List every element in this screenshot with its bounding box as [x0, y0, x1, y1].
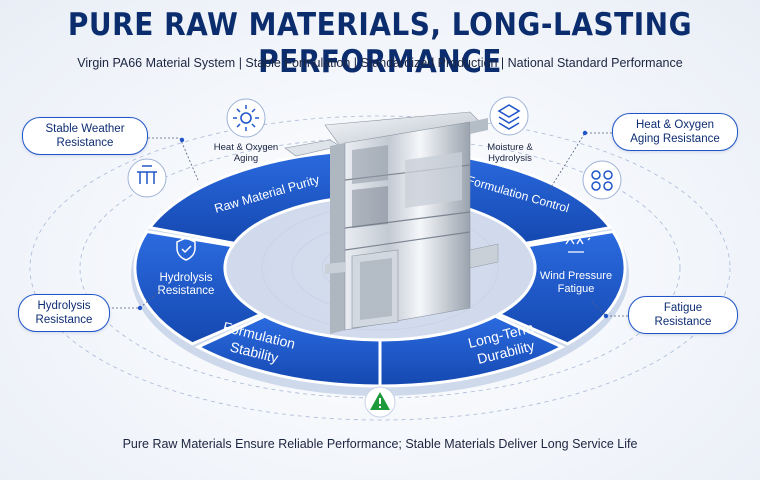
callout-heat-oxygen-line1: Heat & Oxygen	[636, 119, 714, 131]
warning-icon	[364, 386, 396, 418]
sun-icon	[226, 98, 266, 138]
connector-dots	[137, 130, 609, 319]
icon-label-moisture-line2: Hydrolysis	[488, 153, 532, 164]
page-subtitle: Virgin PA66 Material System | Stable For…	[77, 56, 683, 70]
icon-label-moisture: Moisture & Hydrolysis	[475, 142, 545, 164]
performance-ring	[131, 148, 629, 396]
hourglass-icon	[582, 160, 622, 200]
label-hydrolysis-resistance-1: Hydrolysis	[159, 272, 212, 284]
page-title: PURE RAW MATERIALS, LONG-LASTING PERFORM…	[67, 6, 693, 80]
ring-segment-formulation-stability	[194, 314, 382, 388]
icon-label-heat-oxygen: Heat & Oxygen Aging	[210, 142, 282, 164]
icon-label-moisture-line1: Moisture &	[487, 142, 533, 153]
label-wind-pressure-2: Fatigue	[558, 283, 595, 295]
callout-fatigue-line1: Fatigue	[663, 302, 703, 314]
callout-heat-oxygen: Heat & Oxygen Aging Resistance	[612, 113, 738, 151]
shield-icon	[176, 237, 196, 261]
callout-stable-weather: Stable Weather Resistance	[22, 117, 148, 155]
callout-fatigue-line2: Resistance	[654, 316, 712, 328]
label-hydrolysis-resistance-2: Resistance	[158, 285, 215, 297]
callout-fatigue: Fatigue Resistance	[628, 296, 738, 334]
aluminum-profile-image	[284, 111, 499, 334]
callout-stable-weather-line1: Stable Weather	[45, 123, 125, 135]
sparkle-icon	[559, 236, 591, 253]
callout-hydrolysis-line1: Hydrolysis	[37, 300, 91, 312]
callout-stable-weather-line2: Resistance	[56, 137, 114, 149]
ring-segment-wind-pressure	[495, 229, 627, 346]
footer-tagline: Pure Raw Materials Ensure Reliable Perfo…	[122, 437, 638, 451]
icon-label-heat-oxygen-line1: Heat & Oxygen	[213, 142, 279, 153]
icon-label-heat-oxygen-line2: Aging	[233, 153, 259, 164]
temperature-icon	[127, 158, 167, 198]
layers-icon	[489, 96, 529, 136]
orbit-lines	[29, 115, 731, 421]
callout-hydrolysis-line2: Resistance	[35, 314, 93, 326]
label-wind-pressure-1: Wind Pressure	[540, 270, 612, 282]
ring-segment-hydrolysis	[133, 229, 265, 346]
callout-heat-oxygen-line2: Aging Resistance	[630, 133, 720, 145]
callout-hydrolysis: Hydrolysis Resistance	[18, 294, 110, 332]
